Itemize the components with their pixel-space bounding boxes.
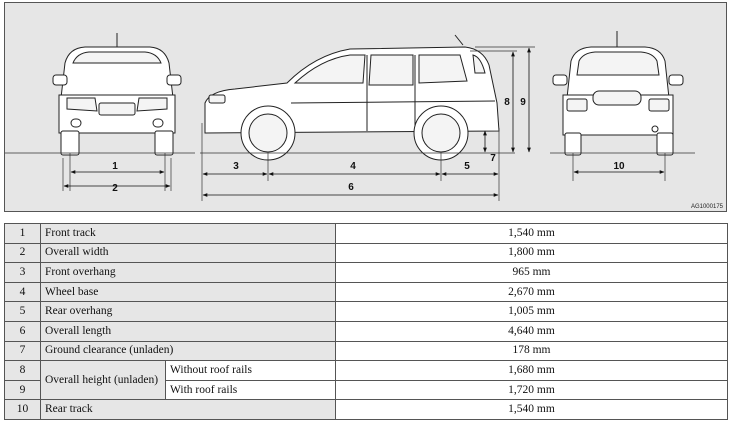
row-number: 5 — [4, 301, 41, 322]
row-number: 2 — [4, 242, 41, 264]
callout-8: 8 — [504, 97, 510, 108]
table-row: 9 With roof rails 1,720 mm — [4, 379, 728, 401]
row-number: 6 — [4, 320, 41, 342]
row-value: 1,005 mm — [335, 301, 728, 322]
callout-3: 3 — [233, 161, 239, 172]
row-value: 1,680 mm — [335, 360, 728, 381]
table-row: 3 Front overhang 965 mm — [4, 262, 728, 283]
table-row: 1 Front track 1,540 mm — [4, 223, 728, 244]
row-value: 1,720 mm — [335, 379, 728, 401]
row-number: 4 — [4, 281, 41, 303]
side-view-drawing — [204, 34, 500, 161]
callout-4: 4 — [350, 161, 356, 172]
table-row: 5 Rear overhang 1,005 mm — [4, 301, 728, 322]
row-label: Overall width — [40, 242, 336, 264]
row-number: 8 — [4, 360, 41, 381]
figure-code: AG1000175 — [691, 204, 724, 210]
callout-2: 2 — [112, 183, 118, 194]
vehicle-drawings: 1 2 3 4 5 6 — [5, 31, 724, 210]
table-row: 4 Wheel base 2,670 mm — [4, 281, 728, 303]
callout-5: 5 — [464, 161, 470, 172]
row-number: 10 — [4, 399, 41, 420]
row-value: 1,540 mm — [335, 223, 728, 244]
callout-10: 10 — [613, 161, 625, 172]
callout-6: 6 — [348, 182, 354, 193]
table-row: 2 Overall width 1,800 mm — [4, 242, 728, 264]
row-label: Rear overhang — [40, 301, 336, 322]
table-row: 7 Ground clearance (unladen) 178 mm — [4, 340, 728, 362]
front-view-drawing — [52, 33, 182, 156]
row-value: 1,800 mm — [335, 242, 728, 264]
row-sublabel: Without roof rails — [165, 360, 336, 381]
row-label: Overall height (unladen) — [40, 360, 166, 401]
dimension-table: 1 Front track 1,540 mm 2 Overall width 1… — [4, 223, 728, 420]
row-label: Front track — [40, 223, 336, 244]
row-value: 2,670 mm — [335, 281, 728, 303]
row-label: Ground clearance (unladen) — [40, 340, 336, 362]
row-number: 1 — [4, 223, 41, 244]
row-value: 965 mm — [335, 262, 728, 283]
row-value: 178 mm — [335, 340, 728, 362]
row-number: 9 — [4, 379, 41, 401]
rear-view-drawing — [552, 31, 684, 156]
row-value: 1,540 mm — [335, 399, 728, 420]
callout-9: 9 — [520, 97, 526, 108]
row-label: Rear track — [40, 399, 336, 420]
row-value: 4,640 mm — [335, 320, 728, 342]
row-sublabel: With roof rails — [165, 379, 336, 401]
callout-1: 1 — [112, 161, 118, 172]
table-row: 8 Overall height (unladen) Without roof … — [4, 360, 728, 401]
callout-7: 7 — [490, 153, 496, 164]
table-row: 6 Overall length 4,640 mm — [4, 320, 728, 342]
table-row: 10 Rear track 1,540 mm — [4, 399, 728, 420]
dimension-diagram: 1 2 3 4 5 6 — [4, 2, 727, 212]
row-label: Front overhang — [40, 262, 336, 283]
row-number: 7 — [4, 340, 41, 362]
row-label: Wheel base — [40, 281, 336, 303]
row-number: 3 — [4, 262, 41, 283]
row-label: Overall length — [40, 320, 336, 342]
